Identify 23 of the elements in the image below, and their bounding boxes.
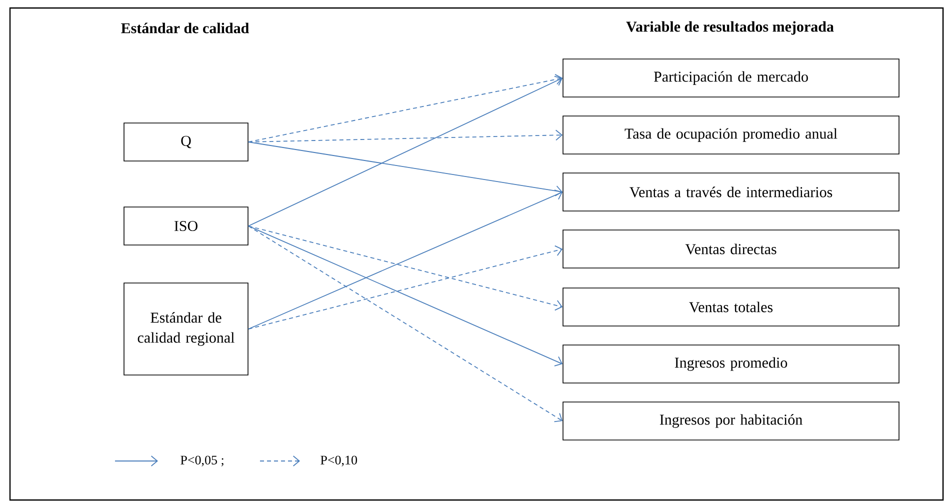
box: Ventas totales bbox=[562, 288, 900, 326]
arrow bbox=[248, 226, 563, 366]
column-heading: Estándar de calidad bbox=[121, 22, 249, 34]
arrow bbox=[248, 142, 563, 196]
box: Ventas directas bbox=[562, 230, 900, 268]
arrow bbox=[248, 226, 563, 422]
box: Ventas a través de intermediarios bbox=[562, 172, 900, 212]
box: Ingresos por habitación bbox=[562, 402, 900, 440]
arrow bbox=[248, 76, 563, 226]
box: Tasa de ocupación promedio anual bbox=[562, 116, 900, 154]
arrow bbox=[248, 245, 563, 330]
box: ISO bbox=[124, 206, 248, 246]
box: Q bbox=[124, 122, 248, 162]
box: Participación de mercado bbox=[562, 58, 900, 98]
arrow bbox=[248, 74, 563, 142]
legend-text: P<0,05 ; bbox=[180, 456, 224, 466]
arrow bbox=[248, 190, 563, 330]
arrow bbox=[248, 130, 563, 142]
arrow bbox=[248, 226, 563, 311]
box: Estándar de calidad regional bbox=[124, 282, 248, 376]
legend-text: P<0,10 bbox=[320, 456, 358, 466]
box: Ingresos promedio bbox=[562, 344, 900, 384]
column-heading: Variable de resultados mejorada bbox=[626, 21, 834, 35]
